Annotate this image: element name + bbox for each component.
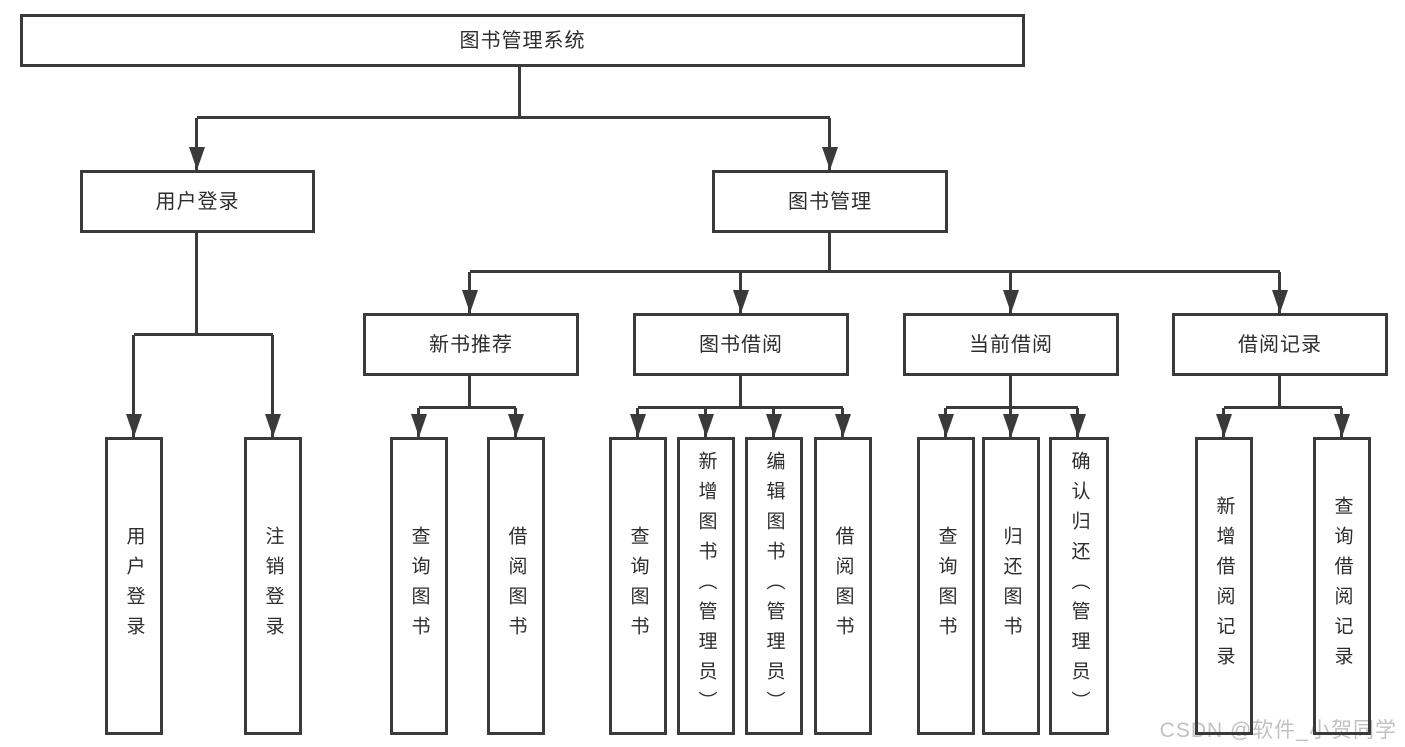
connector-line xyxy=(195,118,198,170)
arrow-down-icon xyxy=(938,414,954,437)
arrow-down-icon xyxy=(1003,290,1019,313)
leaf-label: 借阅图书 xyxy=(505,526,527,646)
connector-line xyxy=(134,333,273,336)
leaf-label: 查询图书 xyxy=(627,526,649,646)
node-book-borrowing: 图书借阅 xyxy=(633,313,849,376)
node-label: 图书管理系统 xyxy=(459,29,586,52)
connector-line xyxy=(132,335,135,437)
connector-line xyxy=(195,233,198,335)
arrow-down-icon xyxy=(508,414,524,437)
arrow-down-icon xyxy=(1334,414,1350,437)
leaf-label: 编辑图书（管理员） xyxy=(763,451,785,721)
node-library-management-system: 图书管理系统 xyxy=(20,14,1025,67)
node-label: 用户登录 xyxy=(155,190,240,213)
node-user-login: 用户登录 xyxy=(80,170,315,233)
node-label: 借阅记录 xyxy=(1238,333,1322,356)
node-label: 图书借阅 xyxy=(699,333,783,356)
leaf-query-borrow-record: 查询借阅记录 xyxy=(1313,437,1371,735)
node-label: 当前借阅 xyxy=(969,333,1053,356)
leaf-label: 用户登录 xyxy=(123,526,145,646)
connector-line xyxy=(638,406,843,409)
node-label: 新书推荐 xyxy=(429,333,513,356)
connector-line xyxy=(197,116,830,119)
leaf-label: 注销登录 xyxy=(262,526,284,646)
connector-line xyxy=(1009,376,1012,408)
leaf-borrow-books: 借阅图书 xyxy=(487,437,545,735)
csdn-watermark: CSDN @软件_小贺同学 xyxy=(1159,719,1397,742)
leaf-label: 查询借阅记录 xyxy=(1331,496,1353,676)
arrow-down-icon xyxy=(822,147,838,170)
arrow-down-icon xyxy=(462,290,478,313)
connector-line xyxy=(518,67,521,118)
arrow-down-icon xyxy=(189,147,205,170)
arrow-down-icon xyxy=(1272,290,1288,313)
leaf-query-books: 查询图书 xyxy=(390,437,448,735)
leaf-label: 查询图书 xyxy=(408,526,430,646)
leaf-query-books: 查询图书 xyxy=(609,437,667,735)
leaf-label: 借阅图书 xyxy=(832,526,854,646)
leaf-add-book-admin: 新增图书（管理员） xyxy=(677,437,735,735)
leaf-edit-book-admin: 编辑图书（管理员） xyxy=(745,437,803,735)
arrow-down-icon xyxy=(1216,414,1232,437)
leaf-confirm-return-admin: 确认归还（管理员） xyxy=(1049,437,1109,735)
node-current-borrowing: 当前借阅 xyxy=(903,313,1119,376)
connector-line xyxy=(946,406,1078,409)
arrow-down-icon xyxy=(1003,414,1019,437)
arrow-down-icon xyxy=(265,414,281,437)
connector-line xyxy=(828,233,831,272)
leaf-return-books: 归还图书 xyxy=(982,437,1040,735)
leaf-query-books: 查询图书 xyxy=(917,437,975,735)
arrow-down-icon xyxy=(733,290,749,313)
arrow-down-icon xyxy=(630,414,646,437)
node-borrowing-records: 借阅记录 xyxy=(1172,313,1388,376)
arrow-down-icon xyxy=(411,414,427,437)
leaf-logout: 注销登录 xyxy=(244,437,302,735)
connector-line xyxy=(1224,406,1342,409)
node-new-book-recommend: 新书推荐 xyxy=(363,313,579,376)
arrow-down-icon xyxy=(1070,414,1086,437)
leaf-borrow-books: 借阅图书 xyxy=(814,437,872,735)
arrow-down-icon xyxy=(698,414,714,437)
leaf-label: 确认归还（管理员） xyxy=(1068,451,1090,721)
leaf-label: 查询图书 xyxy=(935,526,957,646)
connector-line xyxy=(468,376,471,408)
leaf-add-borrow-record: 新增借阅记录 xyxy=(1195,437,1253,735)
connector-line xyxy=(470,270,1280,273)
arrow-down-icon xyxy=(835,414,851,437)
arrow-down-icon xyxy=(126,414,142,437)
arrow-down-icon xyxy=(766,414,782,437)
connector-line xyxy=(828,118,831,170)
connector-line xyxy=(1278,376,1281,408)
leaf-label: 新增借阅记录 xyxy=(1213,496,1235,676)
leaf-label: 新增图书（管理员） xyxy=(695,451,717,721)
node-book-management: 图书管理 xyxy=(712,170,948,233)
leaf-label: 归还图书 xyxy=(1000,526,1022,646)
connector-line xyxy=(739,376,742,408)
connector-line xyxy=(271,335,274,437)
leaf-user-login: 用户登录 xyxy=(105,437,163,735)
node-label: 图书管理 xyxy=(788,190,872,213)
connector-line xyxy=(419,406,516,409)
